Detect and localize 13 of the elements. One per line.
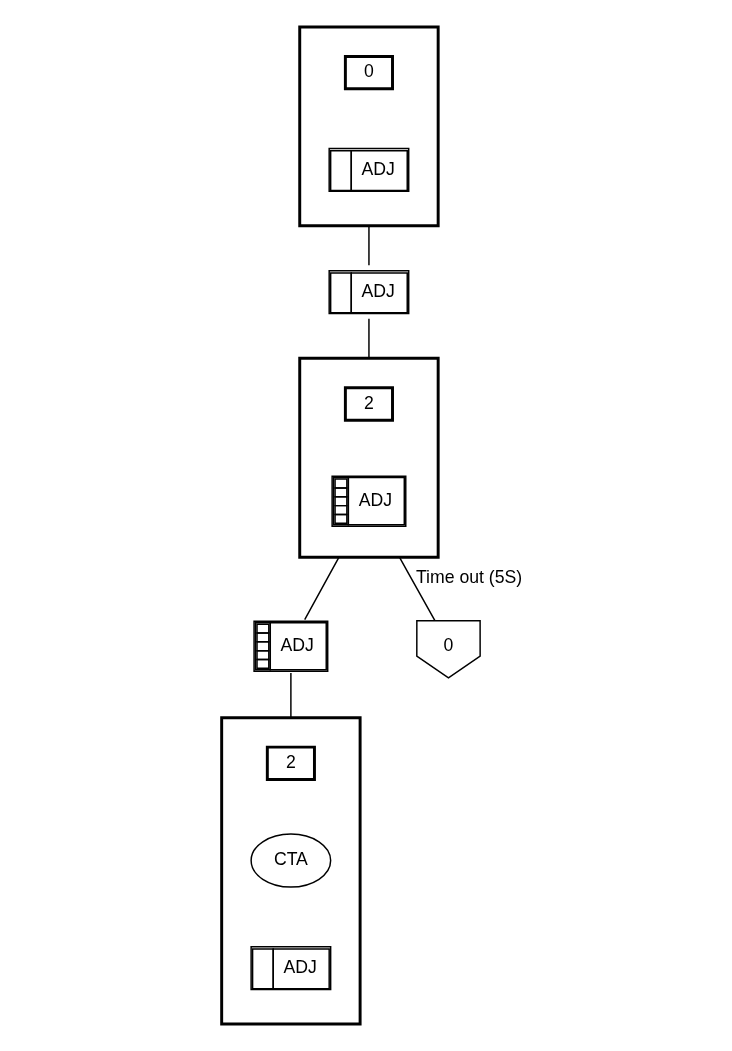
cluster (220, 716, 362, 1026)
node-box: 0 (343, 54, 394, 91)
node-box: 2 (343, 386, 394, 422)
connector (290, 672, 292, 719)
connector (368, 225, 370, 267)
node-ellipse: CTA (250, 833, 332, 888)
cluster (298, 25, 440, 228)
cluster (298, 356, 440, 559)
connector (368, 318, 370, 360)
connector (398, 556, 436, 622)
connector (304, 556, 340, 621)
edge-label: Time out (5S) (415, 567, 523, 588)
node-box: 2 (265, 745, 316, 782)
